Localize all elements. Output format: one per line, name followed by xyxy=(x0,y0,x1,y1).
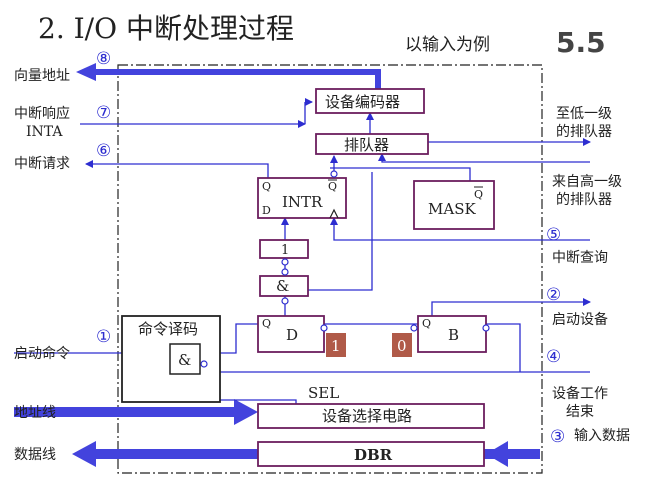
start-command-label: 启动命令 xyxy=(14,345,70,362)
d-value: 1 xyxy=(331,337,341,355)
sel-label: SEL xyxy=(308,384,339,402)
command-and-gate xyxy=(169,343,201,375)
mask-flipflop xyxy=(413,180,495,230)
dbr-register xyxy=(257,441,485,467)
device-select-label: 设备选择电路 xyxy=(322,407,412,425)
device-done-label-2: 结束 xyxy=(566,404,594,420)
d-ff-q-pin: Q xyxy=(262,317,271,330)
gate-one-label: 1 xyxy=(281,243,289,258)
to-lower-label-1: 至低一级 xyxy=(556,106,612,122)
step-marker-3: ③ xyxy=(550,427,565,447)
cmd-and-label: & xyxy=(178,351,191,369)
dbr-label: DBR xyxy=(354,446,393,464)
step-marker-7: ⑦ xyxy=(96,103,111,123)
int-request-label: 中断请求 xyxy=(14,156,70,172)
int-response-label: 中断响应 xyxy=(14,105,70,122)
subtitle: 以输入为例 xyxy=(405,35,490,55)
vector-address-bus xyxy=(90,69,381,89)
intr-q-pin: Q xyxy=(262,180,271,193)
step-marker-1: ① xyxy=(96,327,111,347)
and-gate xyxy=(259,275,309,297)
d-ff-label: D xyxy=(286,326,298,344)
b-ff-q-pin: Q xyxy=(422,317,431,330)
interface-boundary xyxy=(117,64,543,474)
d-value-box xyxy=(326,333,346,357)
b-flipflop xyxy=(417,315,487,353)
step-marker-8: ⑧ xyxy=(96,49,111,69)
step-marker-4: ④ xyxy=(546,347,561,367)
intr-qbar-pin: Q xyxy=(328,180,337,193)
device-select-circuit xyxy=(257,403,485,429)
section-number: 5.5 xyxy=(556,26,606,59)
mask-qbar-pin: Q xyxy=(474,188,483,201)
step-marker-6: ⑥ xyxy=(96,141,111,161)
b-ff-label: B xyxy=(448,326,459,344)
intr-flipflop xyxy=(257,177,347,219)
b-value-box xyxy=(392,333,412,357)
device-encoder-label: 设备编码器 xyxy=(325,93,400,111)
or-gate-1 xyxy=(259,239,309,259)
queue-block xyxy=(315,133,429,155)
device-done-label-1: 设备工作 xyxy=(552,385,608,402)
start-device-label: 启动设备 xyxy=(552,311,608,328)
step-marker-2: ② xyxy=(546,285,561,305)
queue-label: 排队器 xyxy=(344,136,389,154)
mask-label: MASK xyxy=(428,200,476,218)
int-query-label: 中断查询 xyxy=(552,250,608,266)
step-marker-5: ⑤ xyxy=(546,225,561,245)
input-data-label: 输入数据 xyxy=(574,428,630,444)
intr-label: INTR xyxy=(282,193,323,211)
address-line-label: 地址线 xyxy=(14,405,56,421)
to-lower-label-2: 的排队器 xyxy=(556,124,612,140)
page-title: 2. I/O 中断处理过程 xyxy=(38,12,294,45)
b-value: 0 xyxy=(397,337,407,355)
cmd-decoder-label: 命令译码 xyxy=(138,320,198,338)
intr-d-pin: D xyxy=(262,204,271,217)
vector-address-label: 向量地址 xyxy=(14,68,70,84)
and-gate-label: & xyxy=(276,277,289,295)
from-higher-label-2: 的排队器 xyxy=(556,192,612,208)
device-encoder xyxy=(315,88,425,114)
d-flipflop xyxy=(257,315,325,353)
inta-label: INTA xyxy=(26,124,63,140)
from-higher-label-1: 来自高一级 xyxy=(552,173,622,190)
data-line-label: 数据线 xyxy=(14,447,56,463)
